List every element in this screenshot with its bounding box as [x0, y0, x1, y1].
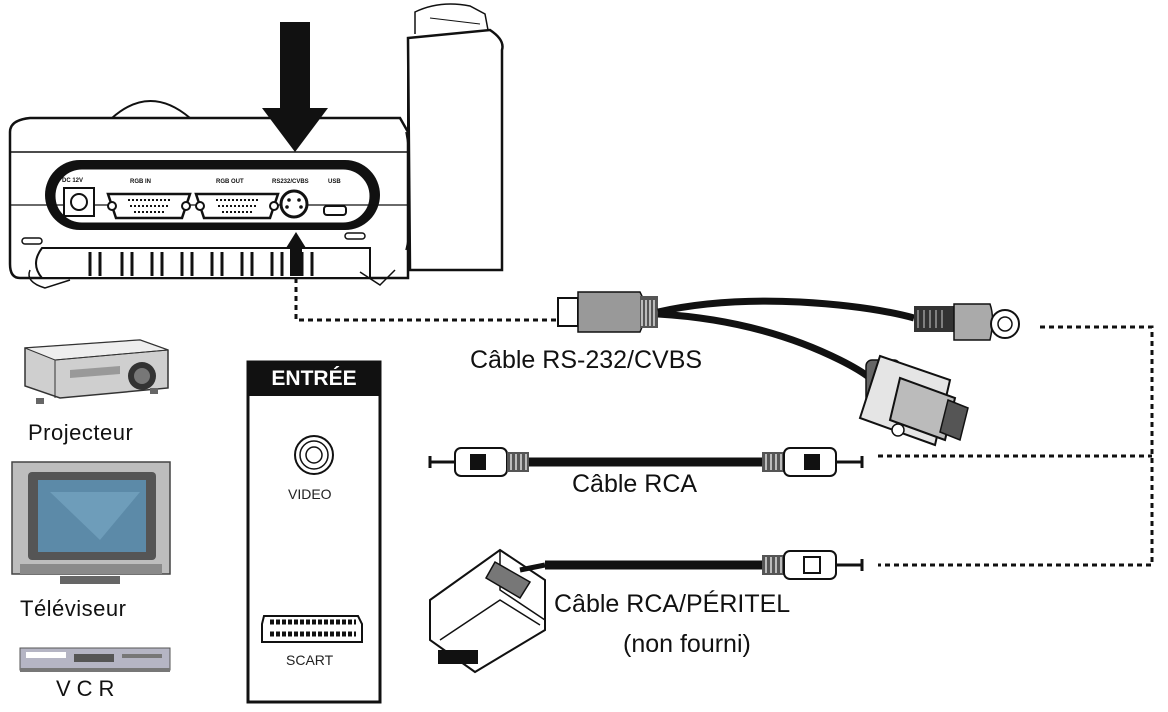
port-indicator-arrow-icon — [262, 22, 328, 152]
rca-cable — [428, 447, 864, 477]
connection-lines — [294, 278, 1154, 567]
port-label-rgb-out: RGB OUT — [216, 179, 244, 185]
rca-cable-label: Câble RCA — [572, 470, 698, 498]
television-label: Téléviseur — [20, 596, 127, 621]
not-supplied-note: (non fourni) — [623, 630, 751, 658]
input-panel — [246, 360, 382, 704]
video-label: VIDEO — [288, 486, 332, 502]
port-up-arrow-icon — [286, 232, 306, 276]
rs232-cvbs-cable — [557, 291, 1020, 447]
document-camera — [8, 100, 413, 289]
port-label-rs232-cvbs: RS232/CVBS — [272, 179, 309, 185]
projector-label: Projecteur — [28, 420, 134, 445]
port-label-usb: USB — [328, 179, 341, 185]
scart-label: SCART — [286, 652, 334, 668]
camera-arm — [406, 3, 504, 272]
projector-icon — [24, 339, 169, 404]
vcr-label: VCR — [56, 676, 121, 701]
port-label-rgb-in: RGB IN — [130, 179, 151, 185]
input-panel-title: ENTRÉE — [248, 362, 380, 396]
rca-scart-cable — [429, 548, 864, 674]
television-icon — [11, 461, 171, 584]
rca-scart-cable-label: Câble RCA/PÉRITEL — [554, 590, 791, 618]
rs232-cvbs-cable-label: Câble RS-232/CVBS — [470, 346, 703, 374]
port-label-dc: DC 12V — [62, 178, 83, 184]
vcr-icon — [19, 647, 171, 672]
